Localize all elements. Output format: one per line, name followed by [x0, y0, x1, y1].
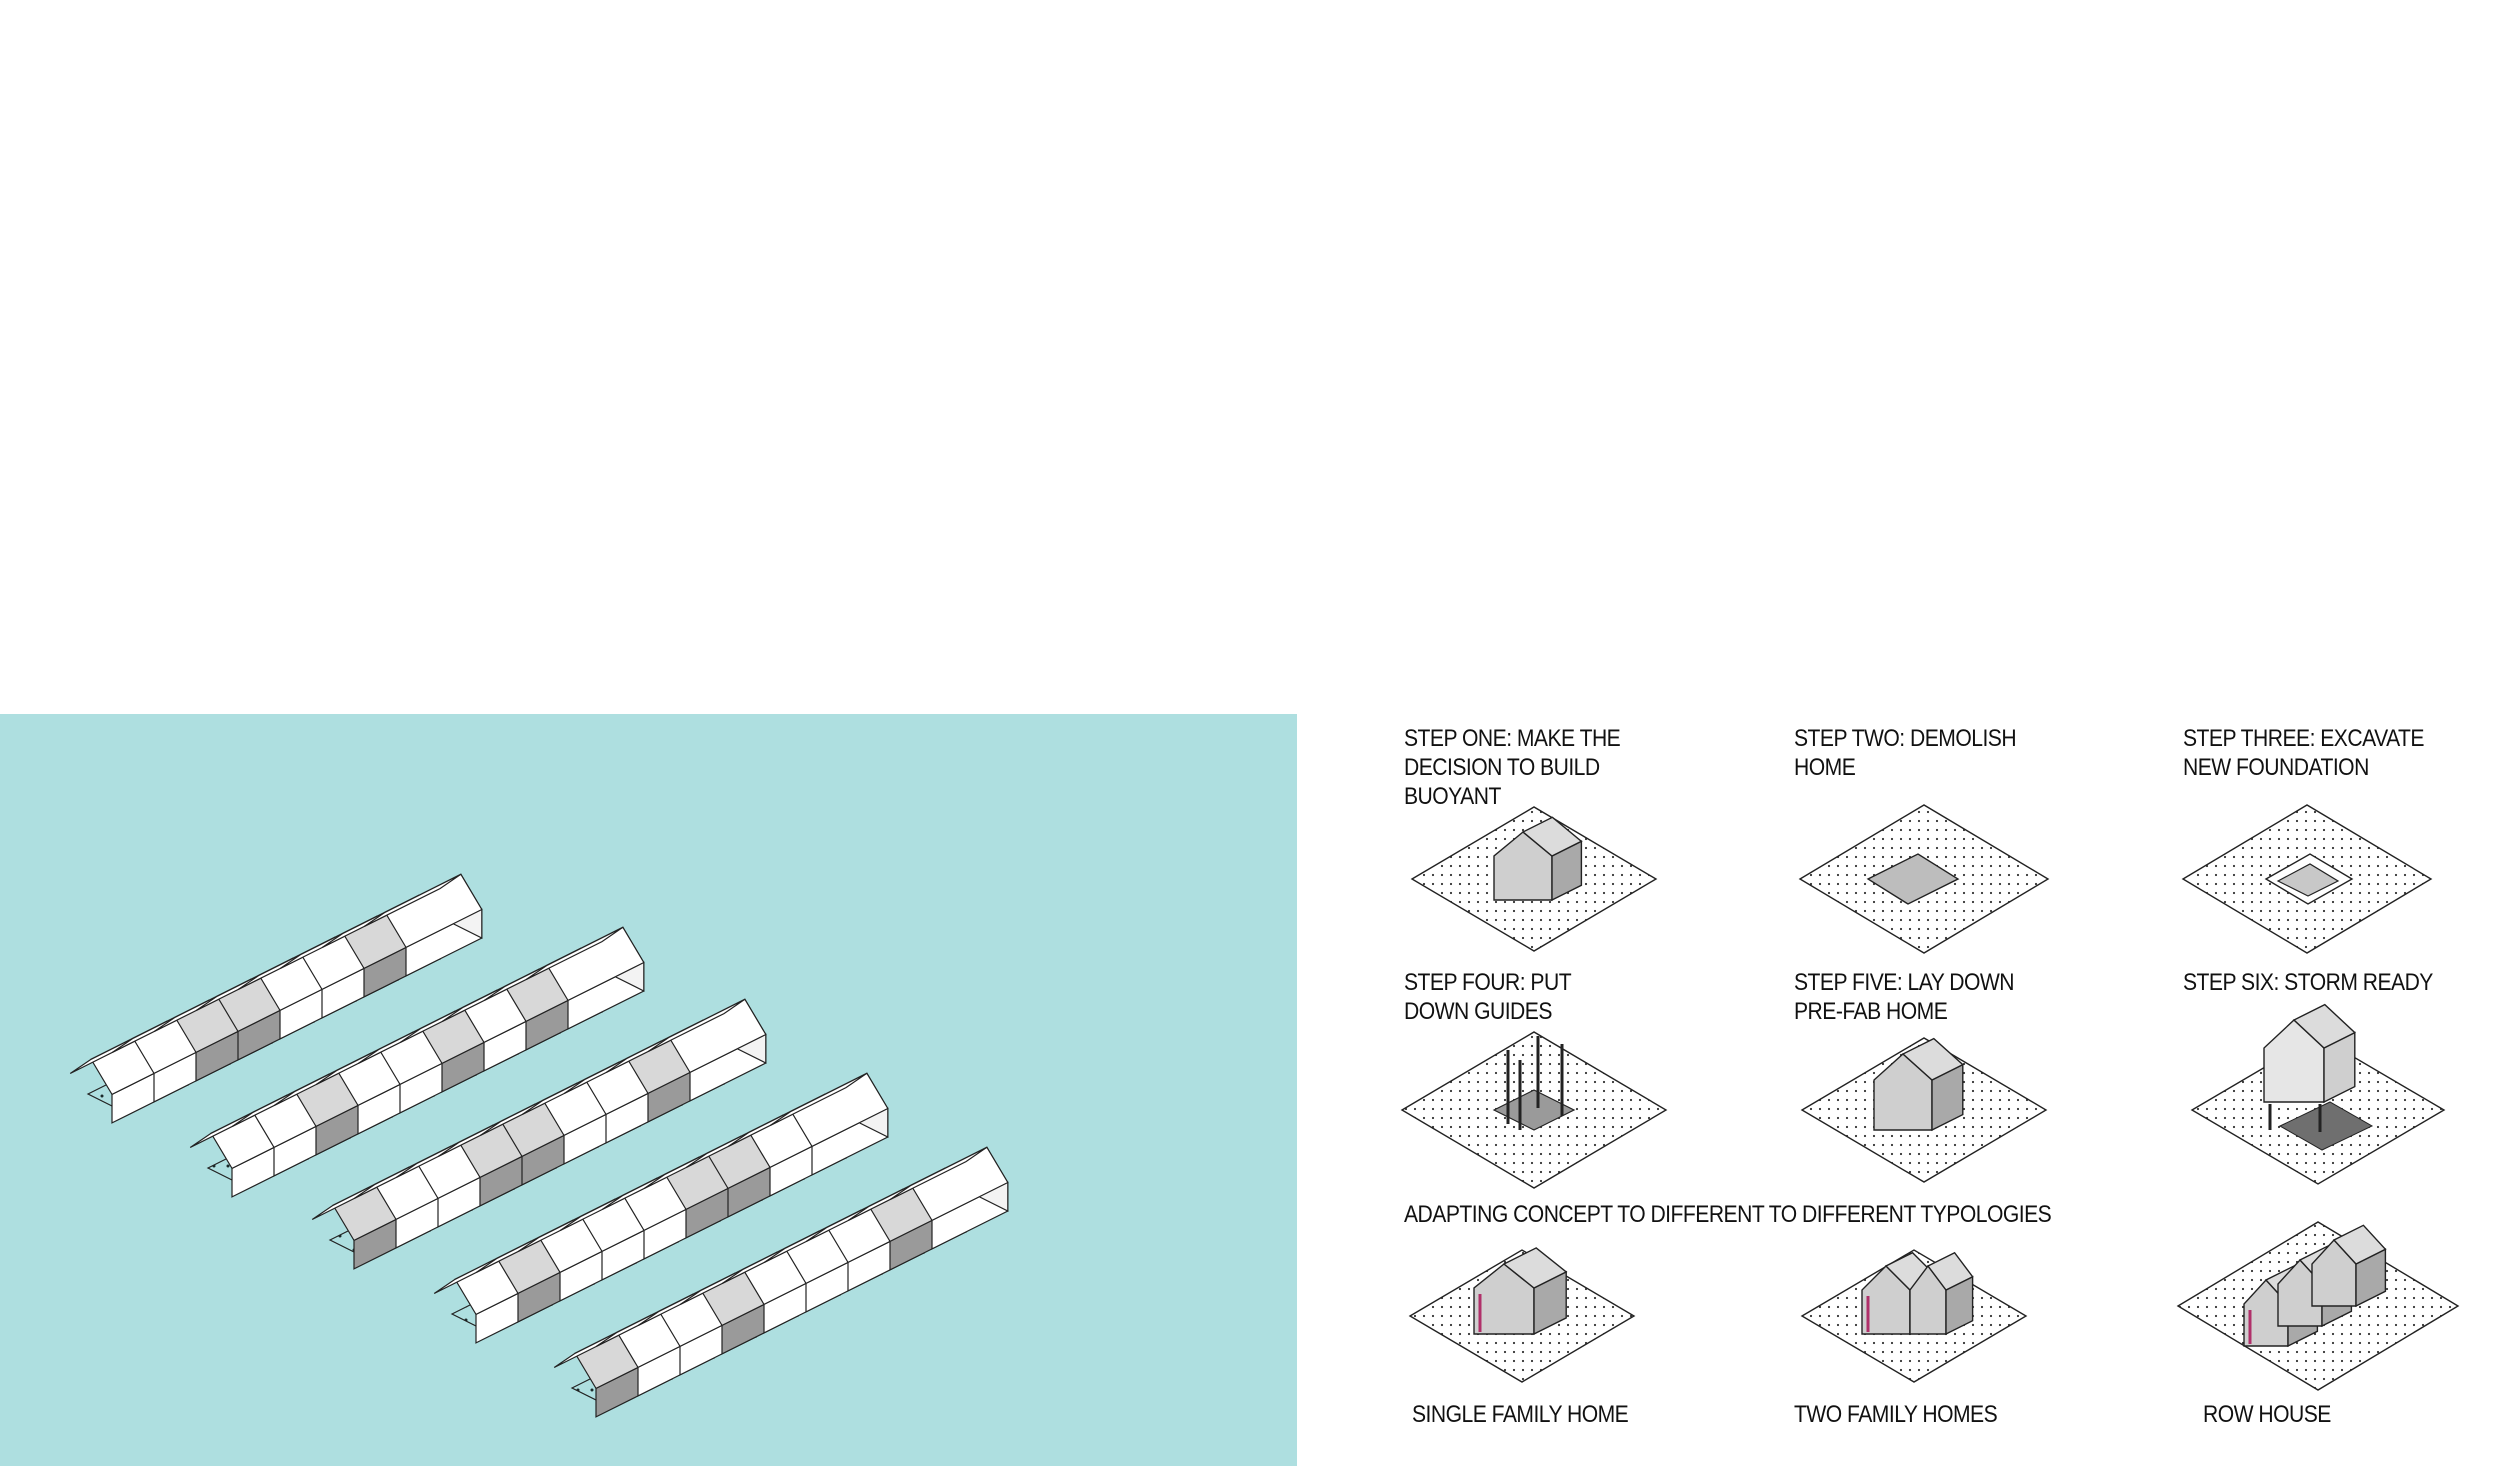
- aerial-neighborhood-drawing: [69, 873, 1009, 1418]
- house-roof: [1926, 1251, 1974, 1291]
- house-roof: [2292, 1003, 2357, 1049]
- house-roof: [2332, 1224, 2387, 1265]
- typology-row-house-diagram: [2176, 1221, 2460, 1391]
- house-roof: [1521, 816, 1583, 857]
- lot-row: [553, 1146, 1009, 1418]
- excavation-floor: [2276, 863, 2340, 897]
- lot-row: [433, 1072, 889, 1344]
- lot-row: [189, 926, 645, 1198]
- typology-single-family-diagram: [1408, 1247, 1636, 1383]
- lot-row: [311, 998, 767, 1270]
- lot-row: [69, 873, 483, 1124]
- step-two-label: STEP TWO: DEMOLISH HOME: [1794, 725, 2017, 781]
- house-roof: [363, 873, 462, 928]
- house-roof: [889, 1146, 988, 1201]
- typology-two-family-diagram: [1800, 1249, 2028, 1383]
- step-one-diagram: [1410, 806, 1658, 952]
- step-four-label: STEP FOUR: PUT DOWN GUIDES: [1404, 969, 1572, 1025]
- house-roof: [647, 998, 746, 1053]
- step-five-label: STEP FIVE: LAY DOWN PRE-FAB HOME: [1794, 969, 2015, 1025]
- step-six-label: STEP SIX: STORM READY: [2183, 969, 2433, 996]
- step-three-diagram: [2181, 804, 2433, 954]
- typology-single-family-label: SINGLE FAMILY HOME: [1412, 1401, 1629, 1428]
- house-shadow: [2278, 1101, 2374, 1151]
- step-four-diagram: [1400, 1031, 1668, 1189]
- step-three-label: STEP THREE: EXCAVATE NEW FOUNDATION: [2183, 725, 2425, 781]
- house-roof: [525, 926, 624, 981]
- typology-row-house-label: ROW HOUSE: [2203, 1401, 2331, 1428]
- house-roof: [769, 1072, 868, 1127]
- aerial-neighborhood-panel: [0, 714, 1297, 1466]
- demolished-footprint: [1866, 853, 1960, 905]
- typology-two-family-label: TWO FAMILY HOMES: [1794, 1401, 1998, 1428]
- step-two-diagram: [1798, 804, 2050, 954]
- step-six-diagram: [2190, 1003, 2446, 1185]
- step-five-diagram: [1800, 1037, 2048, 1183]
- house-roof: [1901, 1037, 1965, 1081]
- typologies-heading: ADAPTING CONCEPT TO DIFFERENT TO DIFFERE…: [1404, 1201, 2052, 1228]
- step-one-label: STEP ONE: MAKE THE DECISION TO BUILD BUO…: [1404, 725, 1621, 810]
- house-roof: [1502, 1247, 1568, 1289]
